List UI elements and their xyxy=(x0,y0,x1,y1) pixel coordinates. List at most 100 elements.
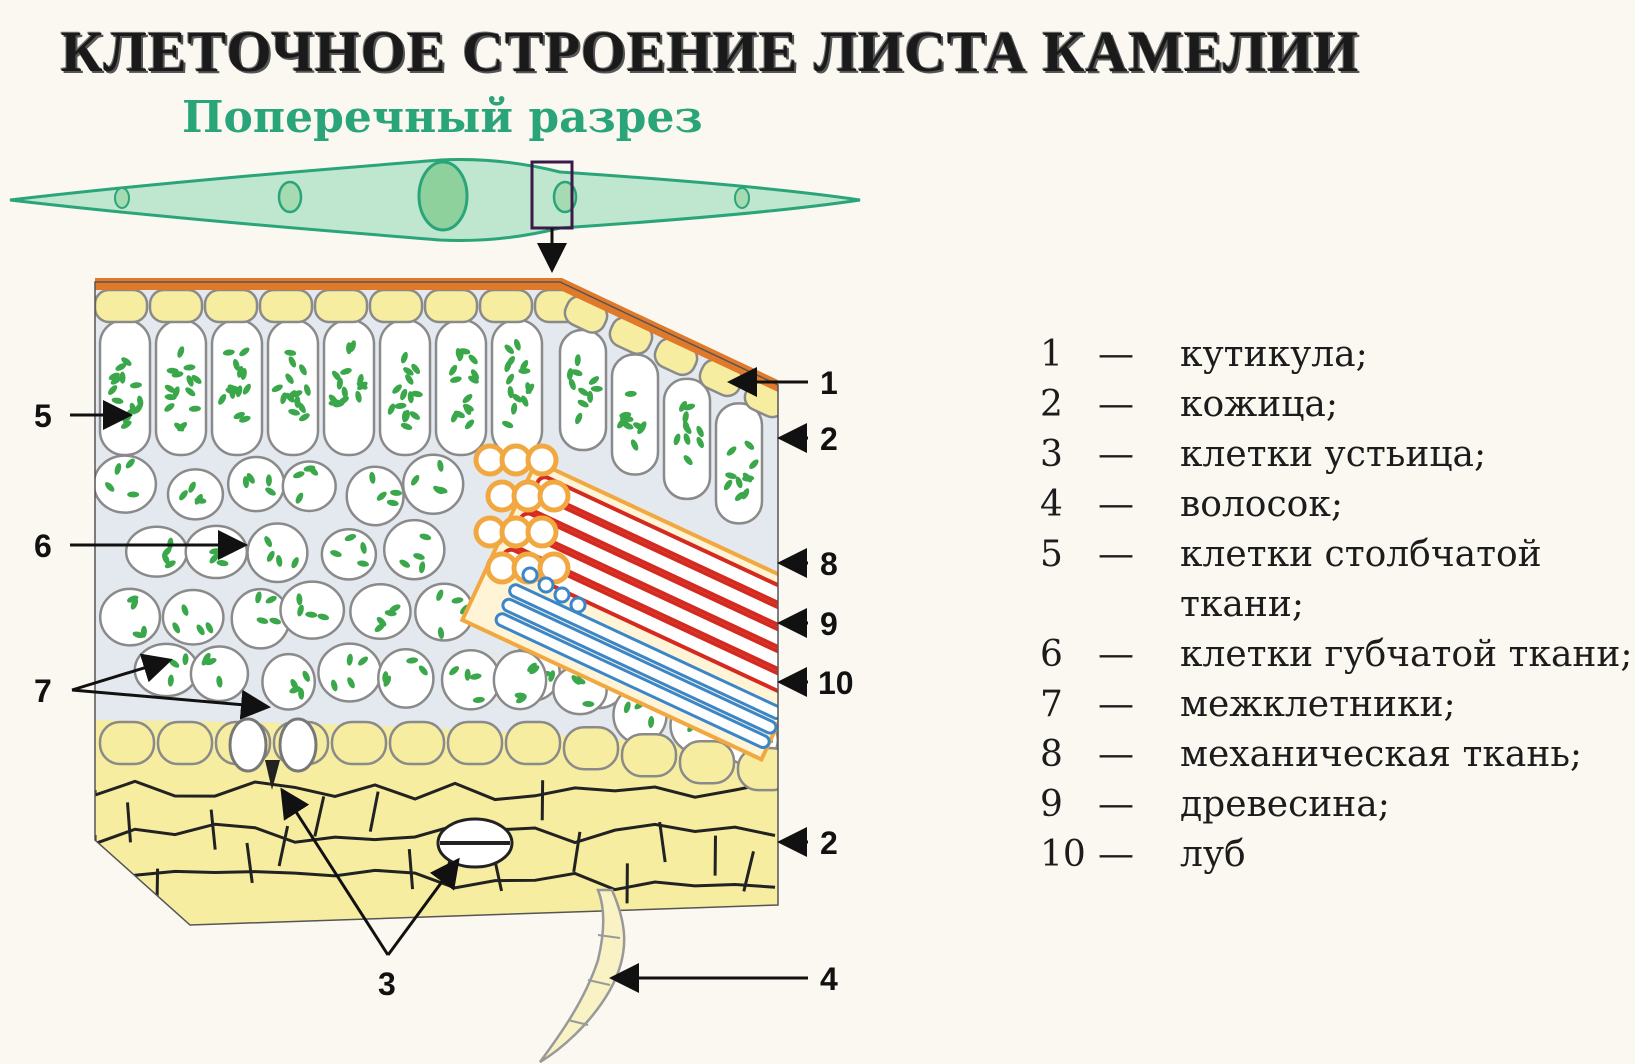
legend-item-continued: ткани; xyxy=(1180,584,1304,625)
lower-cell-wall xyxy=(277,825,290,867)
spongy-cell xyxy=(246,522,309,584)
callout-9: 9 xyxy=(777,606,838,642)
spongy-cell xyxy=(189,645,250,703)
callout-2-upper: 2 xyxy=(777,421,838,457)
phloem-cell xyxy=(521,566,539,584)
leaf-overview-outline xyxy=(9,158,861,242)
spongy-cell xyxy=(349,583,412,641)
lower-cell-wall xyxy=(313,796,326,837)
upper-epidermis-cell xyxy=(313,288,369,324)
tissue-block xyxy=(95,282,778,925)
palisade-cell xyxy=(434,318,488,457)
spongy-cell xyxy=(261,652,317,711)
stomata-guard-cells xyxy=(228,717,514,869)
svg-text:3: 3 xyxy=(378,966,396,1002)
lower-epidermis-cell xyxy=(678,739,736,785)
phloem-cell xyxy=(569,596,587,614)
spongy-cell xyxy=(230,587,291,650)
lower-epidermis-cell xyxy=(504,720,562,766)
legend-item: 5—клетки столбчатой xyxy=(1040,534,1542,575)
svg-text:2: 2 xyxy=(820,421,838,457)
spongy-cell xyxy=(440,648,501,711)
phloem-tube xyxy=(508,583,778,721)
leaf-hair xyxy=(538,888,626,1064)
spongy-cell xyxy=(161,588,225,646)
svg-text:4: 4 xyxy=(820,961,838,997)
lower-epidermis-cell xyxy=(156,720,214,766)
legend: 1—кутикула; 2—кожица; 3—клетки устьица; … xyxy=(1040,330,1635,880)
mechanical-cell xyxy=(537,479,571,513)
spongy-cell xyxy=(345,465,405,527)
upper-epidermis-cell xyxy=(95,288,149,324)
palisade-cell xyxy=(266,318,320,457)
spongy-cell xyxy=(377,648,435,709)
svg-text:10: 10 xyxy=(818,665,854,701)
palisade-cell xyxy=(558,328,608,452)
callout-4: 4 xyxy=(609,961,838,997)
lower-cell-wall xyxy=(95,868,776,893)
spongy-cell xyxy=(320,527,378,581)
upper-epidermis-cell xyxy=(423,288,479,324)
spongy-cell xyxy=(281,460,337,513)
lower-epidermis-cell xyxy=(446,720,504,766)
spongy-cell xyxy=(401,453,465,516)
diagram-title: КЛЕТОЧНОЕ СТРОЕНИЕ ЛИСТА КАМЕЛИИ xyxy=(60,19,1360,84)
callout-10: 10 xyxy=(777,665,854,701)
spongy-cell xyxy=(133,642,200,698)
palisade-cell xyxy=(322,318,376,457)
callout-2-lower: 2 xyxy=(777,825,838,861)
lower-epidermis-cell xyxy=(330,720,388,766)
phloem-cell xyxy=(553,586,571,604)
spongy-cell xyxy=(184,524,249,580)
callout-6: 6 xyxy=(34,528,248,564)
spongy-cell xyxy=(98,587,162,647)
svg-text:8: 8 xyxy=(820,546,838,582)
cuticle-layer xyxy=(95,278,778,392)
lower-cell-wall xyxy=(155,868,160,909)
upper-epidermis-cell xyxy=(203,288,259,324)
callout-5: 5 xyxy=(34,398,133,434)
palisade-cell xyxy=(714,402,764,525)
legend-item: 4—волосок; xyxy=(1040,484,1343,525)
spongy-cell xyxy=(124,525,189,578)
legend-item: 2—кожица; xyxy=(1040,384,1339,425)
legend-item: 6—клетки губчатой ткани; xyxy=(1040,634,1633,675)
upper-epidermis-cell xyxy=(368,288,424,324)
spongy-cell xyxy=(317,642,383,703)
lower-cell-wall xyxy=(95,779,776,802)
spongy-cell xyxy=(95,454,158,514)
svg-text:2: 2 xyxy=(820,825,838,861)
lower-epidermis-cell xyxy=(388,720,446,766)
svg-text:9: 9 xyxy=(820,606,838,642)
svg-text:7: 7 xyxy=(34,673,52,709)
xylem-vessel xyxy=(535,475,778,624)
mechanical-cell xyxy=(525,443,559,477)
spongy-cell xyxy=(226,455,286,513)
lower-cell-wall xyxy=(95,822,776,846)
callout-8: 8 xyxy=(777,546,838,582)
legend-item: 8—механическая ткань; xyxy=(1040,734,1583,775)
lower-cell-wall xyxy=(209,809,217,850)
callout-1: 1 xyxy=(727,365,838,401)
legend-item: 7—межклетники; xyxy=(1040,684,1456,725)
palisade-cell xyxy=(378,318,432,457)
lower-cell-wall xyxy=(658,821,667,863)
palisade-cell xyxy=(610,353,660,476)
palisade-cell xyxy=(490,318,544,457)
upper-epidermis-cell xyxy=(478,288,534,324)
spongy-cell xyxy=(279,580,346,640)
palisade-cell xyxy=(662,377,712,501)
lower-epidermis-cell xyxy=(562,726,620,771)
svg-text:6: 6 xyxy=(34,528,52,564)
legend-item: 3—клетки устьица; xyxy=(1040,434,1487,475)
palisade-cell xyxy=(98,318,152,457)
spongy-cell xyxy=(166,468,225,521)
mechanical-cell xyxy=(525,515,559,549)
lower-cell-wall xyxy=(368,791,380,832)
callout-7: 7 xyxy=(34,653,271,720)
lower-epidermis-cell xyxy=(620,732,678,778)
legend-item: 9—древесина; xyxy=(1040,784,1390,825)
lower-cell-wall xyxy=(742,851,755,892)
spongy-cell xyxy=(382,518,446,581)
